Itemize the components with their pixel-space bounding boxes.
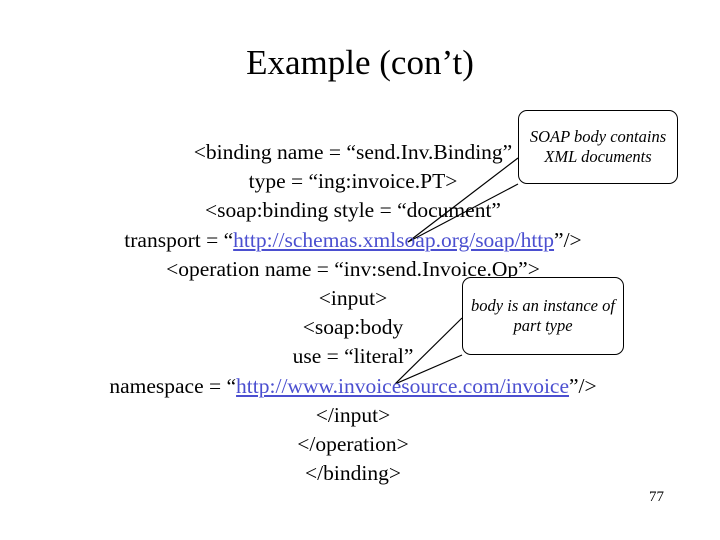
code-text: <input> (318, 286, 388, 311)
callout-soap-body: SOAP body contains XML documents (518, 110, 678, 184)
page-number: 77 (649, 489, 664, 505)
code-text: use = “literal” (292, 344, 414, 369)
code-line: </binding> (8, 459, 698, 488)
code-text: transport = “ (124, 227, 234, 252)
code-text: ”/> (569, 373, 597, 398)
code-url-link[interactable]: http://schemas.xmlsoap.org/soap/http (233, 227, 555, 252)
code-text: namespace = “ (109, 373, 237, 398)
callout-part-type: body is an instance of part type (462, 277, 624, 355)
code-text: <operation name = “inv:send.Invoice.Op”> (166, 256, 540, 281)
code-block: <binding name = “send.Inv.Binding” type =… (8, 138, 698, 488)
code-text: <binding name = “send.Inv.Binding” (193, 140, 513, 164)
code-text: </binding> (305, 461, 401, 486)
code-line: </operation> (8, 430, 698, 459)
code-text: <soap:binding style = “document” (205, 198, 501, 223)
code-line: use = “literal” (8, 342, 698, 371)
code-line: <soap:binding style = “document” (8, 196, 698, 225)
code-line: <operation name = “inv:send.Invoice.Op”> (8, 255, 698, 284)
code-url-link[interactable]: http://www.invoicesource.com/invoice (236, 373, 570, 398)
code-line: <soap:body (8, 313, 698, 342)
code-text: </operation> (297, 432, 409, 457)
code-line: type = “ing:invoice.PT> (8, 167, 698, 196)
page-title: Example (con’t) (246, 43, 474, 82)
callout-part-type-text: body is an instance of part type (471, 296, 615, 335)
code-line: transport = “http://schemas.xmlsoap.org/… (8, 226, 698, 255)
code-text: type = “ing:invoice.PT> (248, 169, 458, 194)
callout-soap-body-text: SOAP body contains XML documents (529, 127, 667, 166)
code-text: </input> (315, 402, 391, 427)
code-line: namespace = “http://www.invoicesource.co… (8, 372, 698, 401)
code-text: <soap:body (302, 315, 404, 340)
code-text: ”/> (554, 227, 582, 252)
code-line: <input> (8, 284, 698, 313)
code-line: </input> (8, 401, 698, 430)
code-line: <binding name = “send.Inv.Binding” (8, 138, 698, 167)
